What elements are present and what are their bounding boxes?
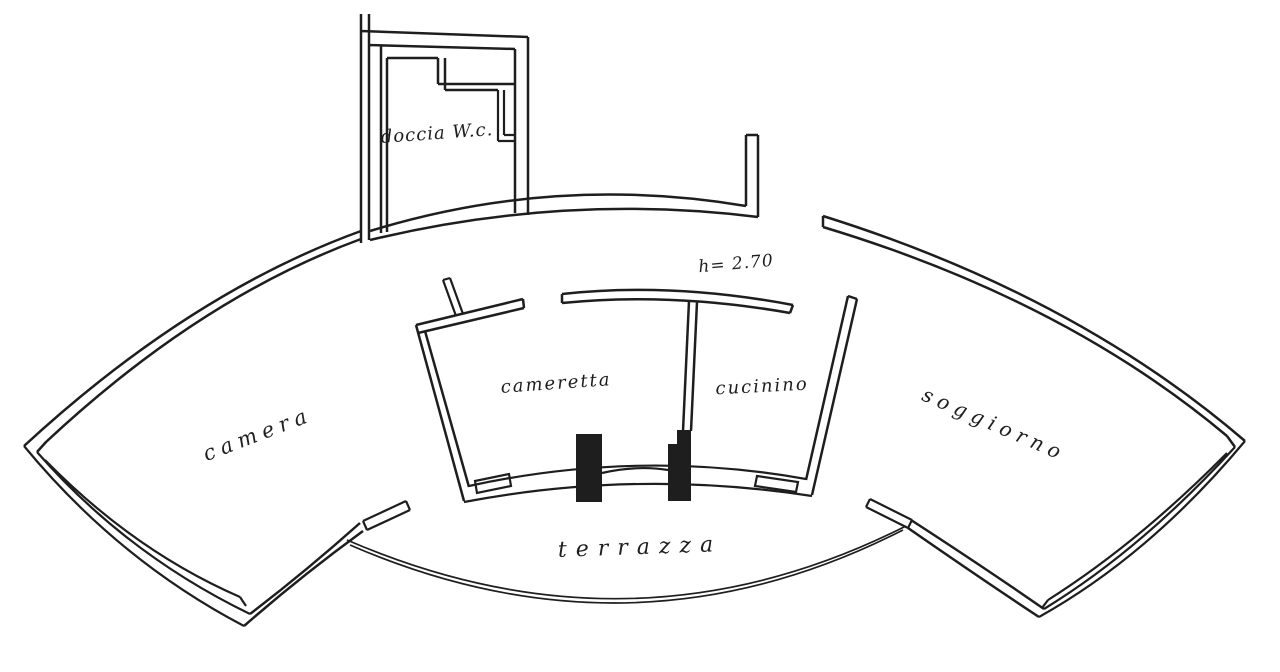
- terrace-window-left: [473, 472, 513, 495]
- terrace-pier-right: [668, 430, 691, 501]
- room-divider-wall: [681, 300, 699, 432]
- doccia-walls: [359, 14, 530, 243]
- terrace-pier-left: [576, 434, 602, 502]
- partition-stub: [441, 276, 465, 317]
- room-label-camera: camera: [200, 402, 316, 466]
- room-label-terrazza: terrazza: [557, 532, 722, 563]
- camera-wing: [23, 445, 412, 627]
- cameretta-left-wall: [414, 324, 471, 502]
- room-labels: doccia W.c. h= 2.70 camera cameretta cuc…: [200, 119, 1071, 563]
- inner-rooms: [414, 276, 859, 504]
- terrace: [346, 525, 907, 604]
- camera-terrace-door: [361, 500, 412, 531]
- room-label-doccia: doccia W.c.: [380, 119, 494, 148]
- room-label-cucinino: cucinino: [715, 374, 809, 400]
- outer-facade: [23, 133, 1246, 453]
- soggiorno-window-band: [1038, 440, 1246, 618]
- outer-arc-center: [369, 193, 759, 242]
- inner-arc-wall: [560, 288, 795, 315]
- soggiorno-wing: [865, 440, 1246, 619]
- camera-bottom-wall: [243, 522, 364, 627]
- room-label-cameretta: cameretta: [500, 369, 612, 398]
- cucinino-right-wall: [804, 294, 859, 496]
- terrace-front-band: [463, 464, 813, 504]
- doccia-block: [359, 14, 530, 243]
- terrace-window-right: [753, 474, 800, 494]
- height-annotation: h= 2.70: [698, 251, 775, 278]
- entry-corridor-wall: [744, 133, 760, 217]
- doccia-duct: [496, 90, 515, 143]
- soggiorno-bottom-wall: [907, 518, 1045, 619]
- terrace-railing: [346, 525, 907, 604]
- cameretta-top-wall: [415, 297, 526, 335]
- outer-arc-right: [821, 214, 1246, 448]
- camera-window-band: [23, 445, 251, 627]
- outer-arc-left: [23, 229, 362, 453]
- room-label-soggiorno: soggiorno: [919, 382, 1071, 466]
- soggiorno-terrace-door: [865, 498, 913, 529]
